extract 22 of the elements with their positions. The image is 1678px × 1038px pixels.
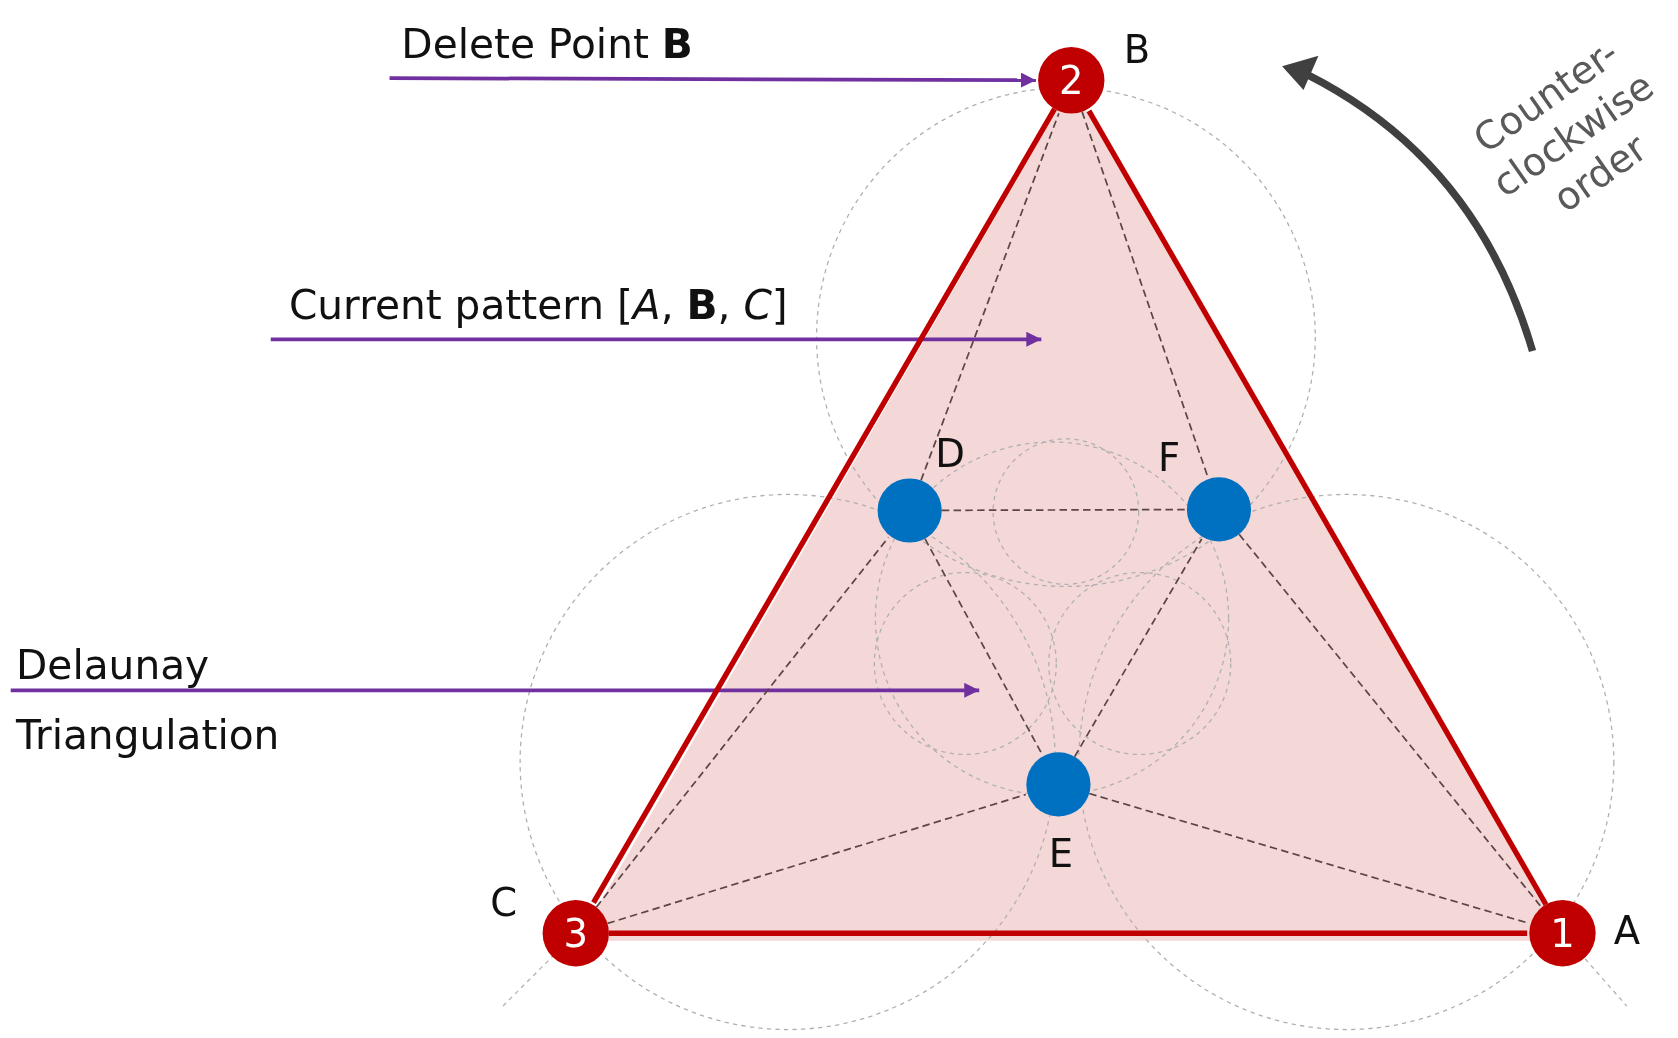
triangulation-line [1073,538,1203,758]
point-label: E [1048,832,1074,876]
leader-arrow [389,72,1036,88]
vertex-marker: 2 [1038,47,1105,114]
leader-arrow [10,682,980,698]
leader-arrow [270,331,1042,347]
triangulation-line [1081,110,1209,478]
callout-text: Delaunay Triangulation [16,629,338,771]
triangulation-line [920,112,1060,482]
vertex-marker: 1 [1529,900,1596,967]
point-label: C [490,881,518,925]
triangulation-line [940,508,1186,512]
callout-text: Current pattern [A, B, C] [288,280,788,330]
callout-text: Delete Point B [401,19,693,69]
triangulation-line [1238,533,1542,907]
point-label: F [1157,436,1181,480]
triangulation-line [606,793,1027,925]
point-label: A [1613,909,1641,953]
vertex-marker: 3 [542,900,609,967]
point-label: B [1123,28,1151,72]
point-label: D [935,432,966,476]
triangulation-line [595,536,890,909]
